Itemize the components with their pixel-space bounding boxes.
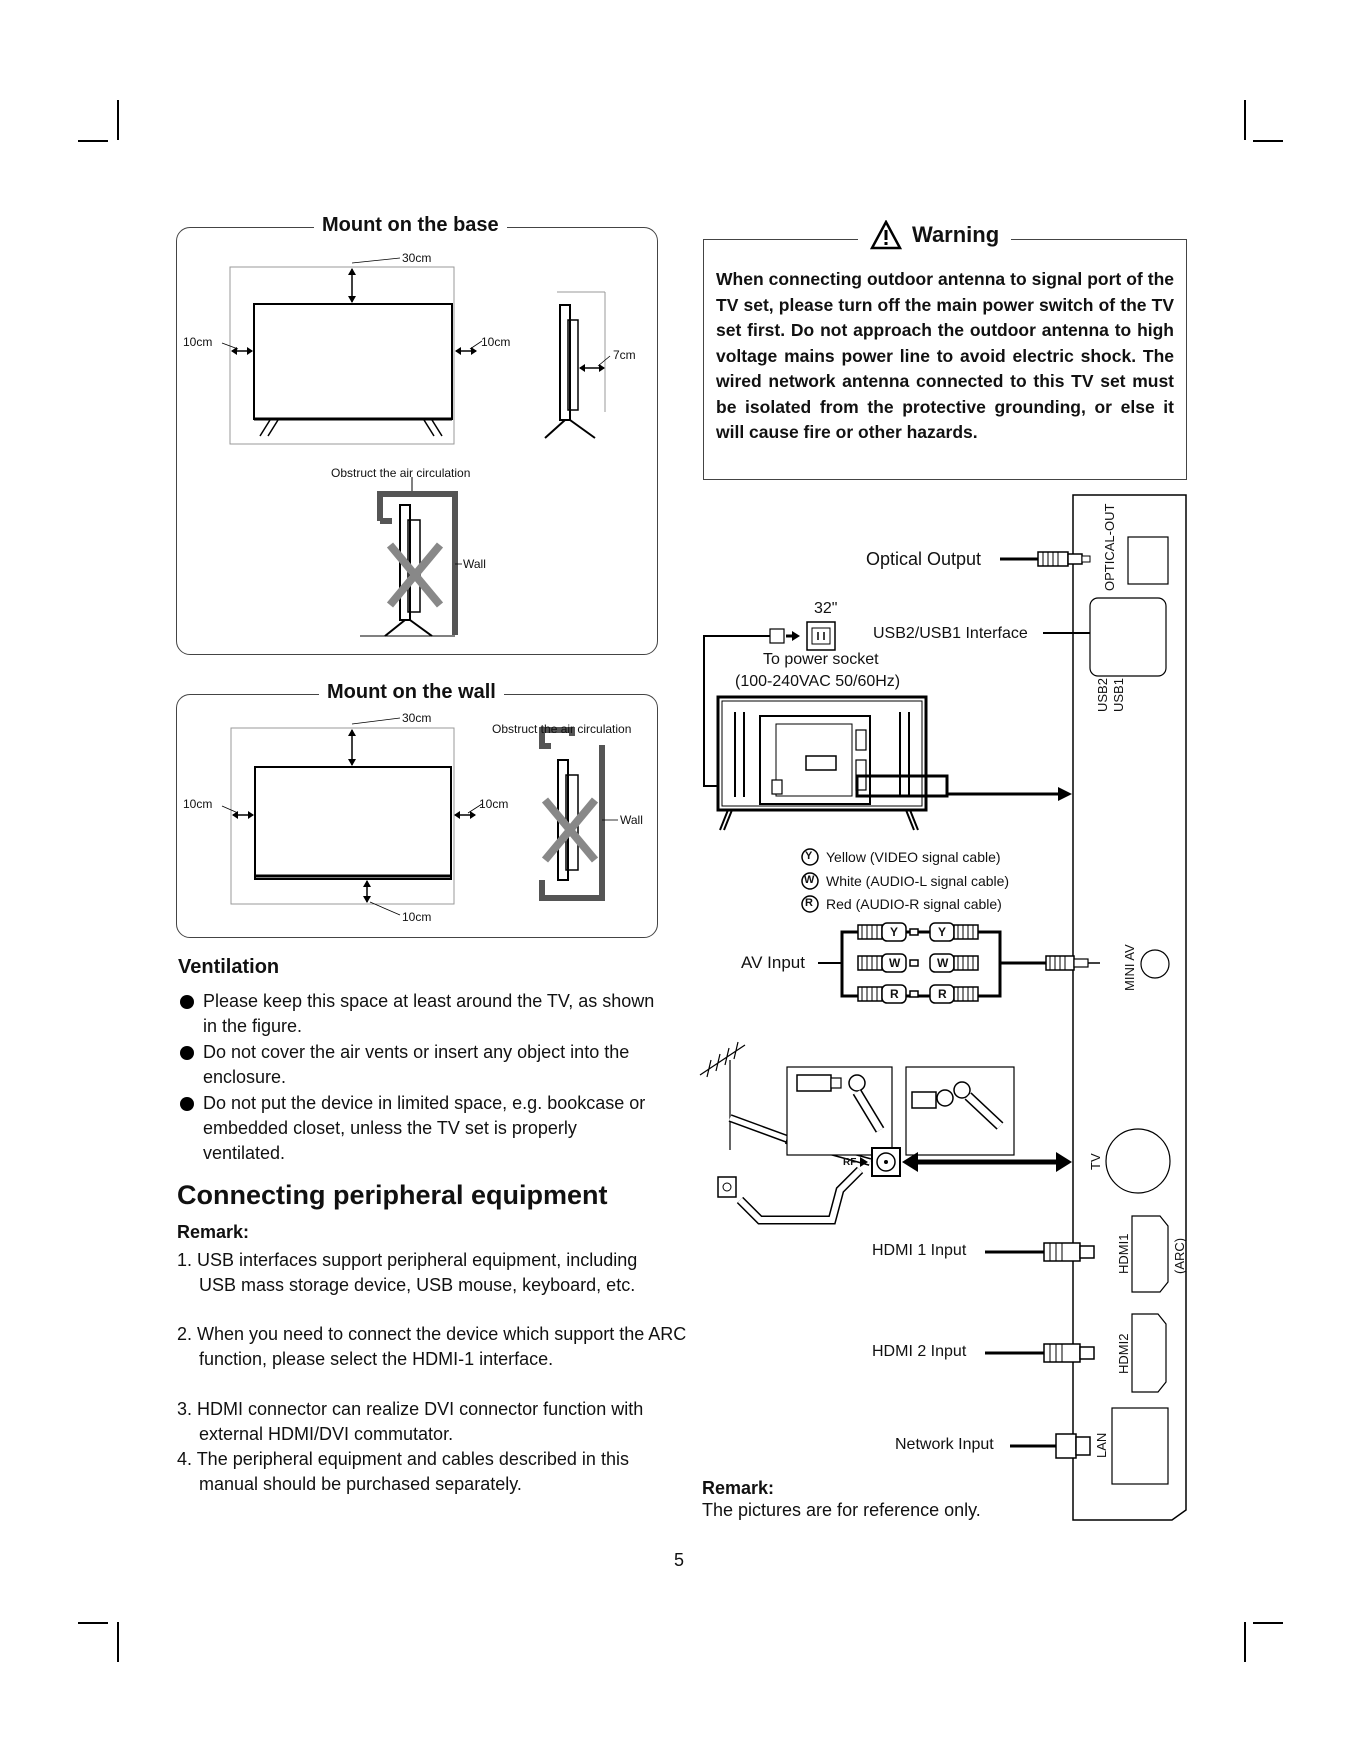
wall-obstruct-label: Obstruct the air circulation <box>492 722 632 736</box>
mount-base-title: Mount on the base <box>314 214 507 237</box>
power-spec-label: (100-240VAC 50/60Hz) <box>735 673 901 690</box>
base-dim-top: 30cm <box>402 251 432 265</box>
bullet-dot <box>180 995 194 1009</box>
power-socket-label: To power socket <box>763 651 879 668</box>
rca-mark-w: W <box>889 956 901 970</box>
usb-interface-label: USB2/USB1 Interface <box>873 625 1028 642</box>
warning-title-text: Warning <box>912 222 1000 247</box>
base-wall-label: Wall <box>463 557 486 571</box>
network-input-label: Network Input <box>895 1436 994 1453</box>
legend-white: White (AUDIO-L signal cable) <box>826 873 1010 889</box>
wall-wall-label: Wall <box>620 813 643 827</box>
crop-mark <box>78 1622 108 1624</box>
remark-bottom-text: The pictures are for reference only. <box>702 1500 981 1520</box>
crop-mark <box>1253 140 1283 142</box>
usb2-port-label: USB2 <box>1095 678 1110 712</box>
lan-port-label: LAN <box>1094 1432 1109 1458</box>
remark-bottom-label: Remark: <box>702 1478 775 1498</box>
warning-title: Warning <box>858 220 1012 250</box>
warning-icon <box>870 220 902 250</box>
legend-red: Red (AUDIO-R signal cable) <box>826 896 1002 912</box>
ventilation-heading: Ventilation <box>178 956 280 978</box>
ventilation-bullet: Please keep this space at least around t… <box>180 989 660 1039</box>
bullet-dot <box>180 1046 194 1060</box>
crop-mark <box>1244 100 1246 140</box>
base-dim-right: 10cm <box>481 335 511 349</box>
hdmi2-input-label: HDMI 2 Input <box>872 1343 967 1360</box>
legend-mark-red: R <box>805 897 813 909</box>
mini-av-port-label: MINI AV <box>1122 944 1137 991</box>
wall-dim-top: 30cm <box>402 711 432 725</box>
crop-mark <box>1244 1622 1246 1662</box>
page-number: 5 <box>674 1550 685 1570</box>
peripheral-item: 3. HDMI connector can realize DVI connec… <box>177 1399 644 1444</box>
rca-mark-r: R <box>938 987 947 1001</box>
bullet-text: Please keep this space at least around t… <box>203 991 655 1036</box>
mount-wall-title: Mount on the wall <box>319 681 504 704</box>
peripheral-heading: Connecting peripheral equipment <box>177 1180 608 1210</box>
base-dim-left: 10cm <box>183 335 213 349</box>
crop-mark <box>78 140 108 142</box>
bullet-text: Do not put the device in limited space, … <box>203 1093 646 1163</box>
hdmi1-input-label: HDMI 1 Input <box>872 1242 967 1259</box>
hdmi1-port-label: HDMI1 <box>1116 1233 1131 1274</box>
base-dim-side: 7cm <box>613 348 636 362</box>
legend-mark-white: W <box>804 874 815 886</box>
bullet-dot <box>180 1097 194 1111</box>
peripheral-item: 2. When you need to connect the device w… <box>177 1324 687 1369</box>
arc-port-label: (ARC) <box>1172 1237 1187 1274</box>
hdmi2-port-label: HDMI2 <box>1116 1333 1131 1374</box>
rca-mark-r: R <box>890 987 899 1001</box>
legend-mark-yellow: Y <box>805 850 813 862</box>
wall-dim-left: 10cm <box>183 797 213 811</box>
peripheral-item: 1. USB interfaces support peripheral equ… <box>177 1250 638 1295</box>
tv-port-label: TV <box>1088 1153 1103 1170</box>
usb1-port-label: USB1 <box>1111 678 1126 712</box>
ventilation-bullet: Do not put the device in limited space, … <box>180 1091 660 1166</box>
crop-mark <box>117 1622 119 1662</box>
optical-port-label: OPTICAL-OUT <box>1102 503 1117 591</box>
wall-dim-bottom: 10cm <box>402 910 432 924</box>
legend-yellow: Yellow (VIDEO signal cable) <box>826 849 1001 865</box>
base-obstruct-label: Obstruct the air circulation <box>331 466 471 480</box>
bullet-text: Do not cover the air vents or insert any… <box>203 1042 630 1087</box>
ventilation-bullet: Do not cover the air vents or insert any… <box>180 1040 660 1090</box>
rca-mark-y: Y <box>938 925 947 939</box>
crop-mark <box>1253 1622 1283 1624</box>
mount-base-panel <box>176 227 658 655</box>
rf-label: RF <box>843 1157 857 1168</box>
peripheral-remark-label: Remark: <box>177 1222 250 1242</box>
size-label: 32" <box>814 600 838 617</box>
wall-dim-right: 10cm <box>479 797 509 811</box>
rca-mark-y: Y <box>890 925 899 939</box>
optical-output-label: Optical Output <box>866 549 982 569</box>
rca-mark-w: W <box>937 956 949 970</box>
warning-text: When connecting outdoor antenna to signa… <box>716 269 1174 442</box>
crop-mark <box>117 100 119 140</box>
peripheral-item: 4. The peripheral equipment and cables d… <box>177 1449 629 1494</box>
av-input-label: AV Input <box>741 953 805 972</box>
